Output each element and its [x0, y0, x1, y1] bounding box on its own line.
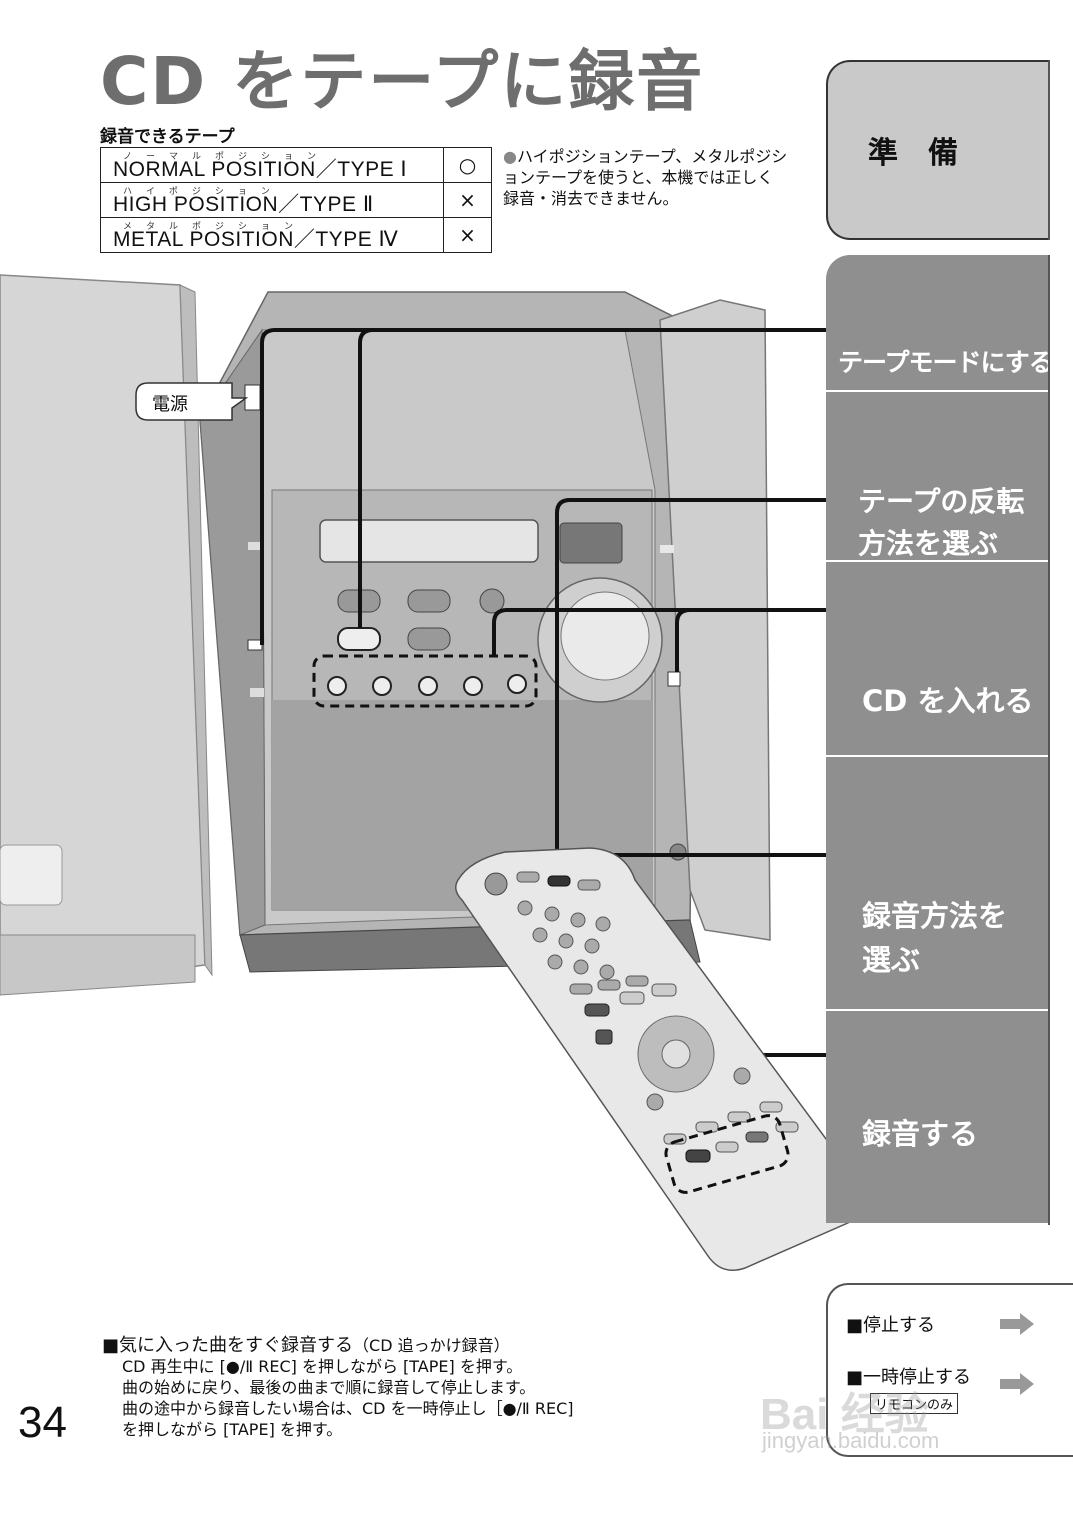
tab-method[interactable]: 録音方法を 選ぶ	[826, 757, 1048, 1009]
tab-method-label-2: 選ぶ	[862, 943, 921, 977]
table-row: ノーマルポジション NORMAL POSITION／TYPE Ⅰ ○	[100, 147, 492, 183]
tab-record[interactable]: 録音する	[826, 1011, 1048, 1223]
tab-insert-cd[interactable]: CD を入れる	[826, 562, 1048, 755]
tape-mark: ×	[443, 217, 492, 253]
arrow-right-icon	[1000, 1373, 1034, 1395]
tab-tape-mode-label: テープモードにする	[838, 348, 1054, 377]
remote-rec-dashed	[664, 1114, 790, 1194]
speaker-handle	[0, 844, 63, 906]
tape-ruby: ノーマルポジション	[123, 152, 331, 162]
note-line: CD 再生中に [●/Ⅱ REC] を押しながら [TAPE] を押す。	[122, 1357, 523, 1376]
note-bullet: ●	[503, 147, 517, 166]
tab-tape-mode[interactable]: テープモードにする	[826, 255, 1054, 390]
power-callout	[135, 382, 249, 421]
tape-section-heading: 録音できるテープ	[100, 127, 235, 147]
tape-mark: ○	[443, 147, 492, 183]
tab-prep-label: 準 備	[868, 136, 958, 171]
remote-only-badge: リモコンのみ	[870, 1393, 959, 1414]
note-text: ハイポジションテープ、メタルポジションテープを使うと、本機では正しく録音・消去で…	[503, 147, 788, 208]
table-row: ハイポジション HIGH POSITION／TYPE Ⅱ ×	[100, 182, 492, 218]
note-line: 曲の途中から録音したい場合は、CD を一時停止し［●/Ⅱ REC]	[122, 1399, 574, 1418]
arrow-right-icon	[1000, 1313, 1034, 1335]
tape-ruby: ハイポジション	[123, 187, 284, 197]
tape-mark: ×	[443, 182, 492, 218]
note-line: を押しながら [TAPE] を押す。	[122, 1420, 343, 1439]
pause-label: ■一時停止する	[846, 1367, 972, 1388]
tape-ruby: メタルポジション	[123, 222, 308, 232]
tape-name: METAL POSITION／TYPE Ⅳ	[113, 228, 399, 251]
cassette-slot	[319, 519, 539, 563]
tape-note: ●ハイポジションテープ、メタルポジションテープを使うと、本機では正しく録音・消去…	[503, 146, 788, 209]
right-speaker	[659, 299, 771, 941]
tape-name: NORMAL POSITION／TYPE Ⅰ	[113, 158, 408, 181]
watermark-url: jingyan.baidu.com	[762, 1428, 940, 1453]
stereo-illustration	[0, 274, 865, 1271]
page-number: 34	[18, 1398, 67, 1447]
tuning-wheel	[559, 522, 623, 564]
rec-pause-button	[685, 1149, 711, 1163]
note-heading-sub: （CD 追っかけ録音）	[353, 1336, 510, 1355]
tab-reverse-label-2: 方法を選ぶ	[858, 527, 999, 560]
tab-prep[interactable]: 準 備	[826, 60, 1048, 240]
watermark-brand: Bai 经验	[760, 1390, 929, 1439]
reverse-mode-button	[337, 627, 381, 651]
stop-label: ■停止する	[846, 1315, 936, 1336]
tape-controls-dashed	[312, 654, 538, 708]
tape-name: HIGH POSITION／TYPE Ⅱ	[113, 193, 374, 216]
table-row: メタルポジション METAL POSITION／TYPE Ⅳ ×	[100, 217, 492, 253]
tab-method-label-1: 録音方法を	[862, 899, 1008, 933]
chase-recording-note: ■気に入った曲をすぐ録音する（CD 追っかけ録音） CD 再生中に [●/Ⅱ R…	[102, 1335, 574, 1440]
tab-insert-cd-label: CD を入れる	[862, 684, 1034, 718]
tape-table: ノーマルポジション NORMAL POSITION／TYPE Ⅰ ○ ハイポジシ…	[100, 147, 492, 253]
remote-control	[455, 847, 865, 1271]
note-heading: ■気に入った曲をすぐ録音する	[102, 1335, 354, 1356]
note-line: 曲の始めに戻り、最後の曲まで順に録音して停止します。	[122, 1378, 536, 1397]
operations-box: ■停止する ■一時停止する リモコンのみ	[826, 1283, 1073, 1457]
page-title: CD をテープに録音	[100, 43, 705, 120]
tab-reverse-label-1: テープの反転	[858, 485, 1025, 518]
tab-reverse[interactable]: テープの反転 方法を選ぶ	[826, 392, 1048, 560]
power-callout-label: 電源	[152, 394, 188, 415]
tab-record-label: 録音する	[862, 1117, 979, 1151]
